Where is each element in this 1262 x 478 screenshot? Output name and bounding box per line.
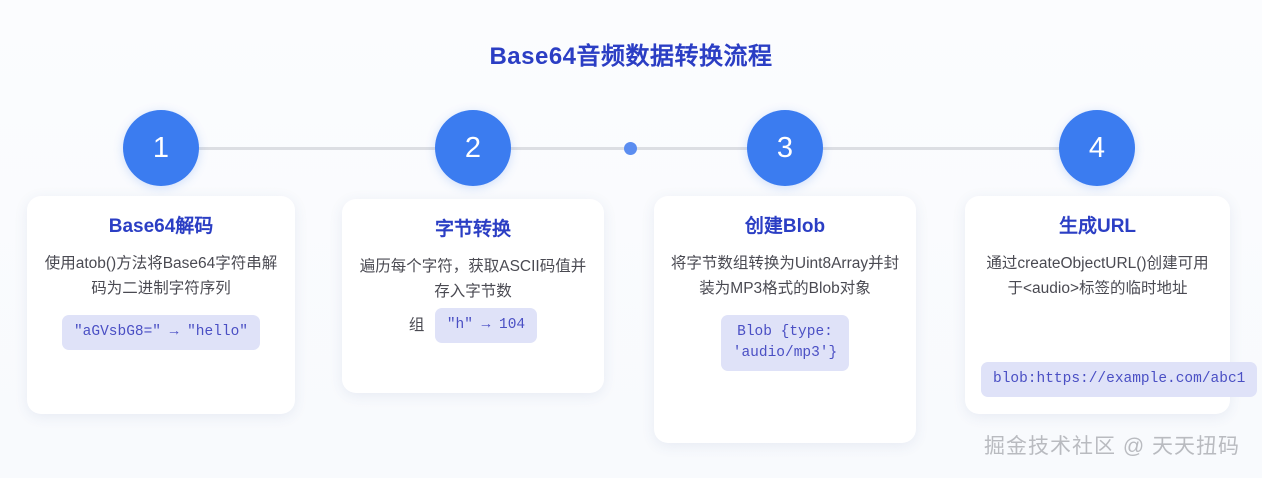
step-card-2-title: 字节转换 (434, 219, 511, 240)
step-card-2-code-chip: "h" → 104 (434, 308, 538, 344)
watermark: 掘金技术社区 @ 天天扭码 (984, 435, 1240, 458)
step-card-3[interactable]: 创建Blob 将字节数组转换为Uint8Array并封装为MP3格式的Blob对… (654, 196, 916, 443)
page-title: Base64音频数据转换流程 (489, 43, 773, 70)
step-circle-3[interactable]: 3 (747, 110, 823, 186)
step-card-2-chip-row: 组 "h" → 104 (358, 308, 588, 344)
step-card-4-code-chip: blob:https://example.com/abc1 (981, 362, 1258, 398)
step-card-3-description: 将字节数组转换为Uint8Array并封装为MP3格式的Blob对象 (670, 254, 900, 297)
timeline: 1 2 3 4 (0, 110, 1262, 188)
step-number-3: 3 (776, 131, 794, 164)
step-card-4[interactable]: 生成URL 通过createObjectURL()创建可用于<audio>标签的… (965, 196, 1258, 414)
step-circle-2[interactable]: 2 (435, 110, 511, 186)
step-card-1-chip-row: "aGVsbG8=" → "hello" (43, 315, 279, 351)
step-card-3-chip-row: Blob {type: 'audio/mp3'} (670, 315, 900, 372)
step-circle-1[interactable]: 1 (123, 110, 199, 186)
step-card-1[interactable]: Base64解码 使用atob()方法将Base64字符串解码为二进制字符序列 … (27, 196, 295, 414)
step-number-1: 1 (152, 131, 170, 164)
step-card-2-description: 遍历每个字符，获取ASCII码值并存入字节数 (359, 257, 587, 300)
step-card-4-title: 生成URL (1058, 216, 1137, 237)
step-card-3-title: 创建Blob (744, 216, 826, 237)
step-circle-4[interactable]: 4 (1059, 110, 1135, 186)
step-card-4-chip-row: blob:https://example.com/abc1 (981, 362, 1262, 398)
step-card-3-code-chip: Blob {type: 'audio/mp3'} (720, 315, 850, 372)
step-card-1-description: 使用atob()方法将Base64字符串解码为二进制字符序列 (44, 254, 278, 297)
step-card-1-title: Base64解码 (108, 216, 214, 237)
step-card-4-description: 通过createObjectURL()创建可用于<audio>标签的临时地址 (986, 254, 1209, 297)
step-card-2[interactable]: 字节转换 遍历每个字符，获取ASCII码值并存入字节数 组 "h" → 104 (342, 199, 604, 393)
step-card-1-code-chip: "aGVsbG8=" → "hello" (61, 315, 261, 351)
step-card-2-description-tail: 组 (408, 316, 425, 334)
step-number-2: 2 (464, 131, 482, 164)
timeline-midpoint-dot (624, 142, 637, 155)
step-number-4: 4 (1088, 131, 1106, 164)
